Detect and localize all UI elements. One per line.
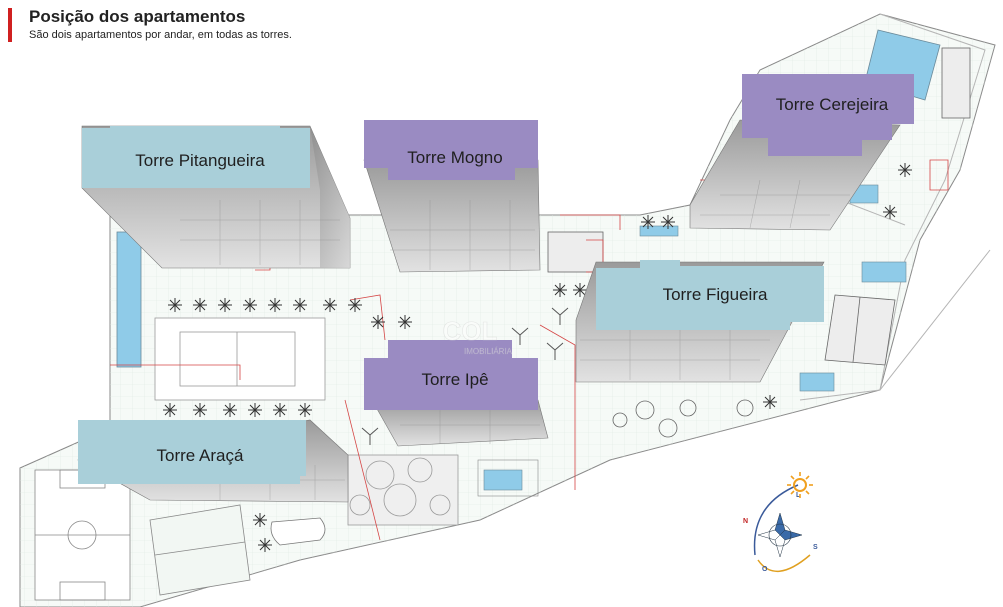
palm-symbols [361, 307, 569, 445]
page-subtitle: São dois apartamentos por andar, em toda… [29, 29, 292, 41]
trees [163, 163, 912, 552]
tower-cerejeira [689, 74, 914, 231]
compass-letter-n: N [743, 518, 748, 525]
tower-ipe [364, 340, 549, 447]
compass-rose-icon: N L S O [743, 484, 818, 573]
page-title: Posição dos apartamentos [29, 7, 246, 26]
playground [347, 454, 459, 526]
watermark-subtext: IMOBILIÁRIA [464, 347, 513, 356]
tower-label-pitangueira: Torre Pitangueira [135, 151, 265, 170]
lap-pool [116, 231, 142, 368]
tower-mogno [363, 120, 541, 273]
tower-label-cerejeira: Torre Cerejeira [776, 95, 889, 114]
kids-pool [270, 517, 326, 546]
compass-letter-o: O [762, 566, 768, 573]
tower-label-ipe: Torre Ipê [421, 370, 488, 389]
tower-label-mogno: Torre Mogno [407, 148, 502, 167]
compass-letter-s: S [813, 544, 818, 551]
sports-court [34, 469, 131, 601]
tower-pitangueira [81, 125, 351, 269]
tower-figueira [575, 260, 825, 383]
accent-bar [8, 8, 12, 42]
sun-icon [787, 472, 813, 498]
tower-araca [77, 419, 349, 503]
service-buildings [547, 47, 971, 366]
compass-letter-l: L [796, 492, 801, 499]
shrubs [612, 399, 754, 438]
boundary-lines [799, 13, 991, 401]
watermark-logo: COL IMOBILIÁRIA [442, 316, 513, 356]
central-court [154, 317, 326, 401]
watermark-text: COL [443, 316, 498, 346]
tower-label-araca: Torre Araçá [157, 446, 244, 465]
red-markings [110, 159, 949, 541]
second-court [149, 504, 251, 596]
tower-label-figueira: Torre Figueira [663, 285, 768, 304]
